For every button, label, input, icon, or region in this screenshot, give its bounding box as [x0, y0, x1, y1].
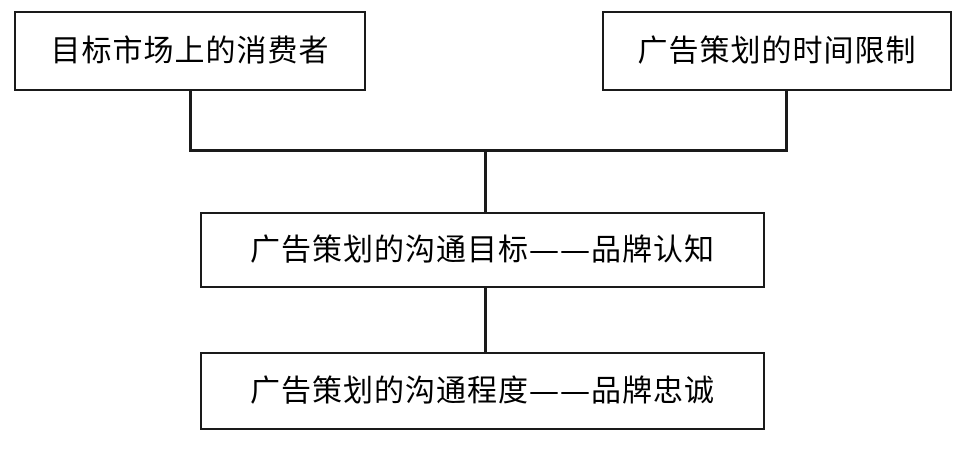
- node-communication-degree-brand-loyalty[interactable]: 广告策划的沟通程度——品牌忠诚: [200, 352, 765, 430]
- node-label-consumers: 目标市场上的消费者: [50, 33, 330, 69]
- connector-bus-to-goal: [484, 149, 487, 214]
- node-label-timelimit: 广告策划的时间限制: [637, 33, 917, 69]
- connector-consumers-to-bus: [189, 89, 192, 152]
- node-campaign-time-limit[interactable]: 广告策划的时间限制: [602, 11, 952, 91]
- node-communication-goal-brand-awareness[interactable]: 广告策划的沟通目标——品牌认知: [200, 212, 765, 288]
- node-label-degree: 广告策划的沟通程度——品牌忠诚: [250, 373, 715, 409]
- connector-timelimit-to-bus: [785, 89, 788, 152]
- node-target-market-consumers[interactable]: 目标市场上的消费者: [14, 11, 366, 91]
- node-label-goal: 广告策划的沟通目标——品牌认知: [250, 232, 715, 268]
- connector-horizontal-bus: [189, 149, 788, 152]
- connector-goal-to-degree: [484, 286, 487, 354]
